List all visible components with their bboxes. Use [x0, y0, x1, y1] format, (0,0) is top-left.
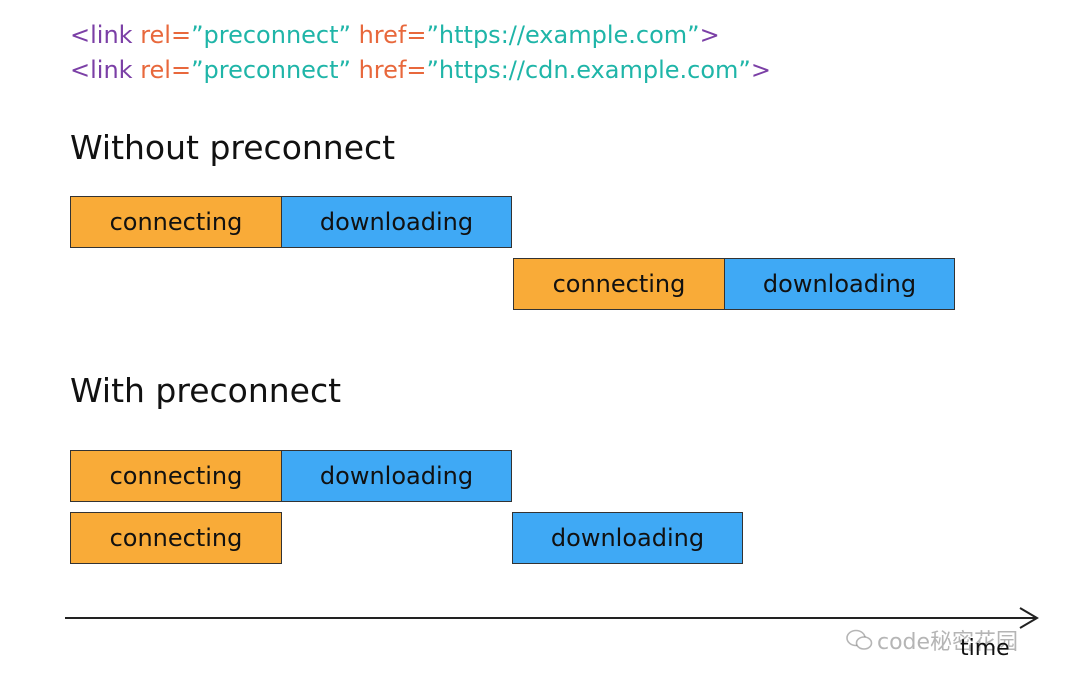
connecting-bar: connecting [70, 512, 282, 564]
code-value-href: ”https://cdn.example.com” [426, 56, 751, 84]
connecting-bar: connecting [70, 450, 282, 502]
watermark: code秘密花园 [845, 624, 1018, 656]
code-attr-rel: rel= [132, 56, 192, 84]
heading-with-preconnect: With preconnect [70, 371, 342, 410]
code-tag-close: > [750, 56, 771, 84]
downloading-bar: downloading [281, 450, 512, 502]
code-attr-href: href= [350, 21, 427, 49]
code-value-rel: ”preconnect” [191, 56, 351, 84]
code-tag-open: <link [70, 21, 133, 49]
chat-bubble-icon [846, 629, 873, 650]
connecting-bar: connecting [70, 196, 282, 248]
downloading-bar: downloading [724, 258, 955, 310]
code-line-2: <link rel=”preconnect” href=”https://cdn… [70, 55, 771, 85]
connecting-bar: connecting [513, 258, 725, 310]
code-tag-open: <link [70, 56, 133, 84]
code-tag-close: > [699, 21, 720, 49]
arrow-head-icon [1019, 607, 1039, 629]
downloading-bar: downloading [281, 196, 512, 248]
code-value-rel: ”preconnect” [191, 21, 351, 49]
axis-label-time: time [960, 636, 1010, 661]
watermark-text: code秘密花园 [877, 630, 1019, 655]
downloading-bar: downloading [512, 512, 743, 564]
code-attr-href: href= [350, 56, 427, 84]
code-attr-rel: rel= [132, 21, 192, 49]
code-line-1: <link rel=”preconnect” href=”https://exa… [70, 20, 720, 50]
code-value-href: ”https://example.com” [426, 21, 700, 49]
heading-without-preconnect: Without preconnect [70, 128, 396, 167]
